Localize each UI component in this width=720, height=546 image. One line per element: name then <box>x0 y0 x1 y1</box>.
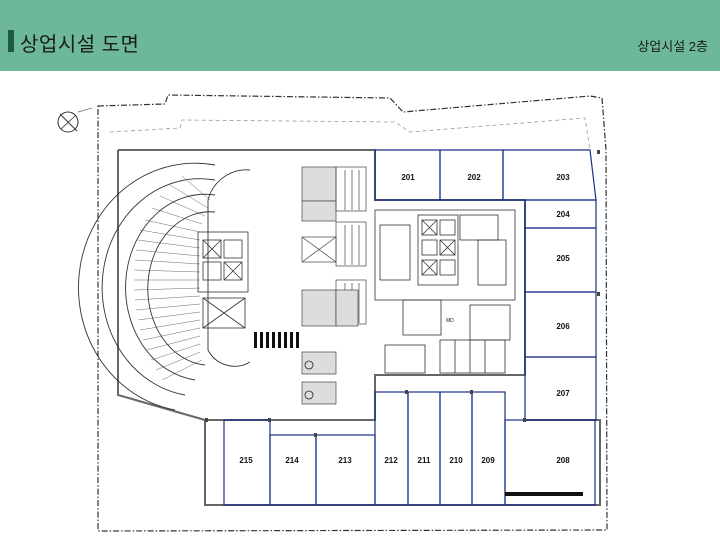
ramp-hatching <box>133 175 211 381</box>
unit-label-202: 202 <box>467 173 481 182</box>
page-title: 상업시설 도면 <box>20 34 140 56</box>
unit-label-213: 213 <box>338 456 352 465</box>
unit-label-203: 203 <box>556 173 570 182</box>
unit-label-212: 212 <box>384 456 398 465</box>
site-boundary <box>97 94 608 532</box>
unit-label-208: 208 <box>556 456 570 465</box>
unit-label-206: 206 <box>556 322 570 331</box>
retail-units <box>223 149 597 506</box>
unit-label-207: 207 <box>556 389 570 398</box>
unit-label-210: 210 <box>449 456 463 465</box>
column-grid <box>205 150 600 437</box>
unit-label-204: 204 <box>556 210 570 219</box>
unit-label-209: 209 <box>481 456 495 465</box>
unit-label-215: 215 <box>239 456 253 465</box>
unit-label-205: 205 <box>556 254 570 263</box>
setback-line <box>109 117 591 151</box>
unit-label-214: 214 <box>285 456 299 465</box>
unit-label-211: 211 <box>418 456 431 465</box>
unit-label-201: 201 <box>401 173 415 182</box>
title-accent-bar <box>8 30 14 52</box>
building-west-wall <box>117 150 206 421</box>
unit-label-layer: 201 202 203 204 205 206 207 208 209 210 211 212 213 2… <box>239 173 570 465</box>
central-core <box>374 209 516 374</box>
storefront-counter <box>505 492 583 496</box>
accessible-parking-icon <box>304 360 314 400</box>
crosswalk <box>254 332 299 348</box>
elevator-label: MD <box>446 318 454 324</box>
floor-label: 상업시설 2층 <box>637 39 708 54</box>
header-bar: 상업시설 도면 상업시설 2층 <box>0 0 720 71</box>
north-arrow-icon <box>57 107 93 133</box>
curved-ramp <box>77 162 251 411</box>
west-core <box>197 231 249 329</box>
